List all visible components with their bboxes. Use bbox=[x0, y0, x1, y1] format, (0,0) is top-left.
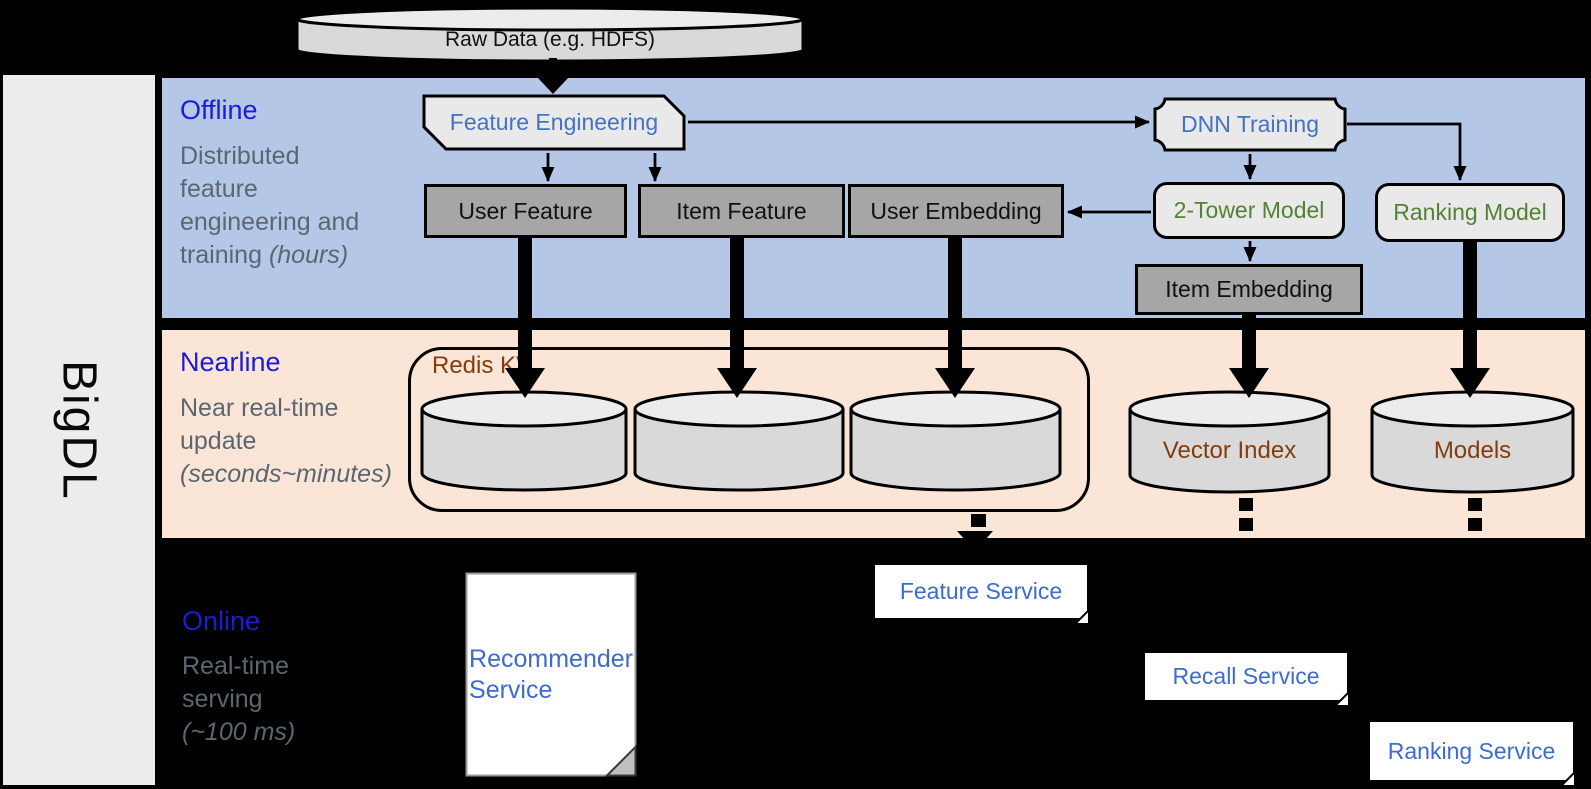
two-tower-model-label: 2-Tower Model bbox=[1173, 197, 1325, 223]
raw-data-label: Raw Data (e.g. HDFS) bbox=[444, 27, 656, 51]
vector-index-label: Vector Index bbox=[1162, 437, 1297, 464]
dnn-training-node: DNN Training bbox=[1153, 97, 1347, 152]
raw-data-store: Raw Data (e.g. HDFS) bbox=[295, 6, 805, 63]
item-embedding-node: Item Embedding bbox=[1135, 264, 1363, 315]
item-feature-node: Item Feature bbox=[638, 184, 845, 238]
recall-service-node: Recall Service bbox=[1145, 653, 1350, 707]
cylinder-icon bbox=[420, 390, 628, 492]
redis-cylinder-3 bbox=[849, 390, 1062, 492]
snip-corner-shape bbox=[422, 94, 686, 151]
bigdl-sidebar: BigDL bbox=[3, 75, 155, 785]
online-desc-text: Real-time serving bbox=[182, 652, 289, 713]
online-description: Real-time serving (~100 ms) bbox=[182, 650, 402, 749]
redis-cylinder-2 bbox=[633, 390, 845, 492]
two-tower-model-node: 2-Tower Model bbox=[1153, 182, 1345, 239]
cylinder-icon bbox=[295, 6, 805, 63]
online-title: Online bbox=[182, 606, 261, 636]
user-embedding-label: User Embedding bbox=[870, 197, 1042, 224]
ranking-service-label: Ranking Service bbox=[1387, 737, 1556, 764]
online-band bbox=[162, 538, 1585, 789]
document-shape bbox=[465, 572, 637, 777]
feature-engineering-node: Feature Engineering bbox=[422, 94, 686, 151]
nearline-description: Near real-time update (seconds~minutes) bbox=[180, 392, 470, 491]
folded-corner-icon bbox=[1073, 608, 1090, 625]
offline-desc-italic: (hours) bbox=[268, 241, 349, 269]
item-embedding-label: Item Embedding bbox=[1165, 276, 1333, 302]
vector-index-store: Vector Index bbox=[1128, 390, 1331, 494]
ranking-model-node: Ranking Model bbox=[1375, 183, 1565, 242]
nearline-title: Nearline bbox=[180, 347, 281, 377]
feature-service-node: Feature Service bbox=[875, 565, 1090, 625]
plaque-shape bbox=[1153, 97, 1347, 152]
offline-description: Distributed feature engineering and trai… bbox=[180, 140, 460, 272]
online-desc-italic: (~100 ms) bbox=[182, 718, 296, 746]
cylinder-icon bbox=[1370, 390, 1575, 494]
folded-corner-icon bbox=[1559, 770, 1576, 787]
bigdl-brand-label: BigDL bbox=[52, 359, 106, 501]
offline-title: Offline bbox=[180, 95, 258, 125]
item-feature-label: Item Feature bbox=[676, 197, 807, 224]
cylinder-icon bbox=[633, 390, 845, 492]
ranking-service-node: Ranking Service bbox=[1370, 722, 1576, 787]
models-label: Models bbox=[1433, 437, 1512, 464]
ranking-model-label: Ranking Model bbox=[1393, 199, 1547, 225]
redis-kv-label: Redis KV bbox=[432, 352, 533, 379]
redis-kv-container bbox=[408, 347, 1090, 512]
models-store: Models bbox=[1370, 390, 1575, 494]
cylinder-icon bbox=[849, 390, 1062, 492]
recall-service-label: Recall Service bbox=[1172, 663, 1320, 689]
nearline-desc-italic: (seconds~minutes) bbox=[180, 460, 392, 488]
folded-corner-icon bbox=[1333, 690, 1350, 707]
user-embedding-node: User Embedding bbox=[848, 184, 1064, 238]
recommender-service-node: Recommender Service bbox=[465, 572, 637, 777]
dnn-training-label: DNN Training bbox=[1180, 111, 1320, 137]
user-feature-label: User Feature bbox=[458, 197, 593, 224]
user-feature-node: User Feature bbox=[424, 184, 627, 238]
redis-cylinder-1 bbox=[420, 390, 628, 492]
nearline-desc-text: Near real-time update bbox=[180, 394, 339, 455]
recommender-service-label: Recommender Service bbox=[469, 644, 633, 704]
cylinder-icon bbox=[1128, 390, 1331, 494]
feature-engineering-label: Feature Engineering bbox=[449, 109, 659, 135]
offline-desc-text: Distributed feature engineering and trai… bbox=[180, 142, 360, 269]
feature-service-label: Feature Service bbox=[899, 578, 1063, 604]
